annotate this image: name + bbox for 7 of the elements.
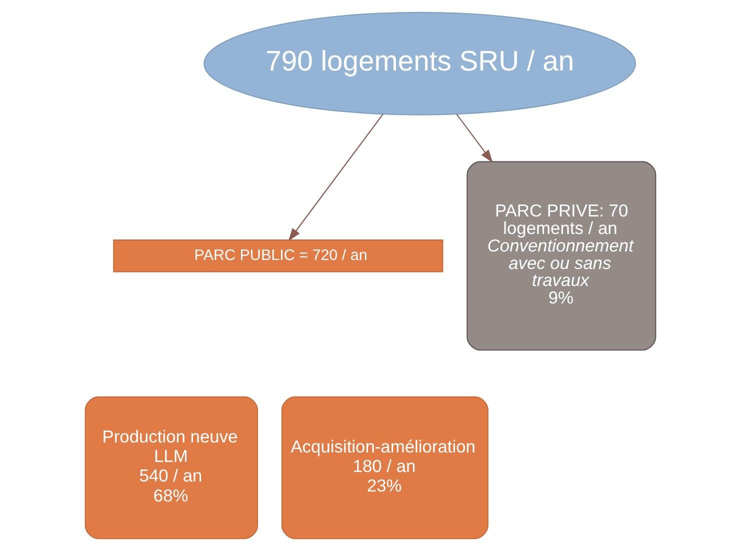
arrow: [288, 114, 383, 242]
node-ellipse: 790 logements SRU / an: [203, 12, 636, 116]
node-box: Acquisition-amélioration 180 / an 23%: [280, 396, 488, 540]
arrow: [456, 114, 492, 163]
node-box: PARC PRIVE: 70 logements / an Conventionnement avec ou sans travaux 9%: [466, 161, 656, 351]
node-box: Production neuve LLM 540 / an 68%: [84, 396, 258, 540]
node-box: PARC PUBLIC = 720 / an: [112, 240, 443, 272]
